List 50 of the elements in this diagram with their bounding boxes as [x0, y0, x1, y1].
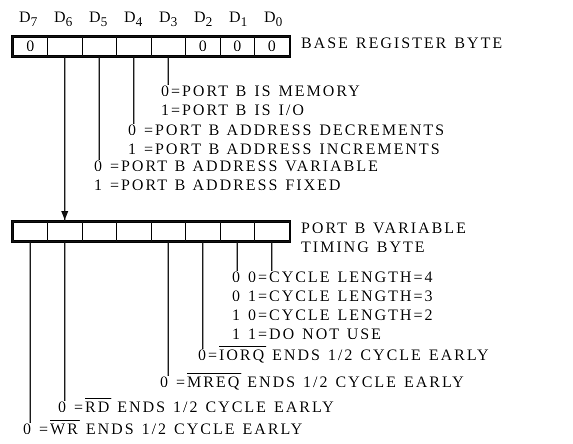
- description-text: 1 =PORT B ADDRESS INCREMENTS: [128, 140, 443, 159]
- leader-line: [271, 243, 272, 271]
- description-text: 0=IORQ ENDS 1/2 CYCLE EARLY: [198, 346, 491, 365]
- description-text: 0 =WR ENDS 1/2 CYCLE EARLY: [23, 420, 304, 439]
- bit-cell: [47, 222, 82, 241]
- bit-label: D$_{0}$: [264, 8, 282, 32]
- description-text: 0 =MREQ ENDS 1/2 CYCLE EARLY: [160, 373, 466, 392]
- arrow: [61, 58, 68, 220]
- bit-cell: [150, 37, 186, 56]
- register-label: BASE REGISTER BYTE: [301, 34, 506, 53]
- leader-line: [168, 243, 169, 376]
- leader-line: [64, 243, 66, 401]
- bit-cell: [185, 222, 220, 241]
- bit-cell: [254, 222, 290, 241]
- bit-cell: [82, 37, 117, 56]
- leader-line: [168, 58, 169, 85]
- bit-cell: 0: [12, 37, 48, 56]
- description-text: 0 =RD ENDS 1/2 CYCLE EARLY: [58, 398, 336, 417]
- bit-label: D$_{1}$: [229, 8, 248, 32]
- bit-cell: 0: [220, 37, 255, 56]
- bit-cell: [116, 37, 152, 56]
- bit-cell: 0: [254, 37, 290, 56]
- bit-cell: 0: [185, 37, 220, 56]
- description-text: 0 1=CYCLE LENGTH=3: [232, 287, 434, 306]
- leader-line: [30, 243, 31, 423]
- bit-cell: [82, 222, 117, 241]
- description-text: 0 0=CYCLE LENGTH=4: [232, 268, 434, 287]
- description-text: 1 1=DO NOT USE: [232, 325, 384, 344]
- register-label: PORT B VARIABLE TIMING BYTE: [301, 219, 469, 257]
- description-text: 0 =PORT B ADDRESS VARIABLE: [94, 157, 380, 176]
- bit-label: D$_{5}$: [89, 8, 108, 32]
- bit-cell: [220, 222, 255, 241]
- bit-cell: [116, 222, 152, 241]
- bit-label: D$_{3}$: [159, 8, 178, 32]
- bit-cell: [12, 222, 48, 241]
- bit-label: D$_{6}$: [54, 8, 72, 32]
- leader-line: [133, 58, 134, 124]
- bit-cell: [47, 37, 82, 56]
- description-text: 0=PORT B IS MEMORY: [161, 82, 362, 101]
- leader-line: [236, 243, 238, 271]
- bit-label: D$_{2}$: [194, 8, 212, 32]
- description-text: 1 =PORT B ADDRESS FIXED: [94, 176, 344, 195]
- description-text: 0 =PORT B ADDRESS DECREMENTS: [128, 121, 446, 140]
- bit-cell: [150, 222, 186, 241]
- description-text: 1=PORT B IS I/O: [161, 101, 307, 120]
- leader-line: [98, 58, 100, 160]
- description-text: 1 0=CYCLE LENGTH=2: [232, 306, 434, 325]
- bit-label: D$_{7}$: [19, 8, 38, 32]
- leader-line: [202, 243, 204, 349]
- bit-label: D$_{4}$: [124, 8, 142, 32]
